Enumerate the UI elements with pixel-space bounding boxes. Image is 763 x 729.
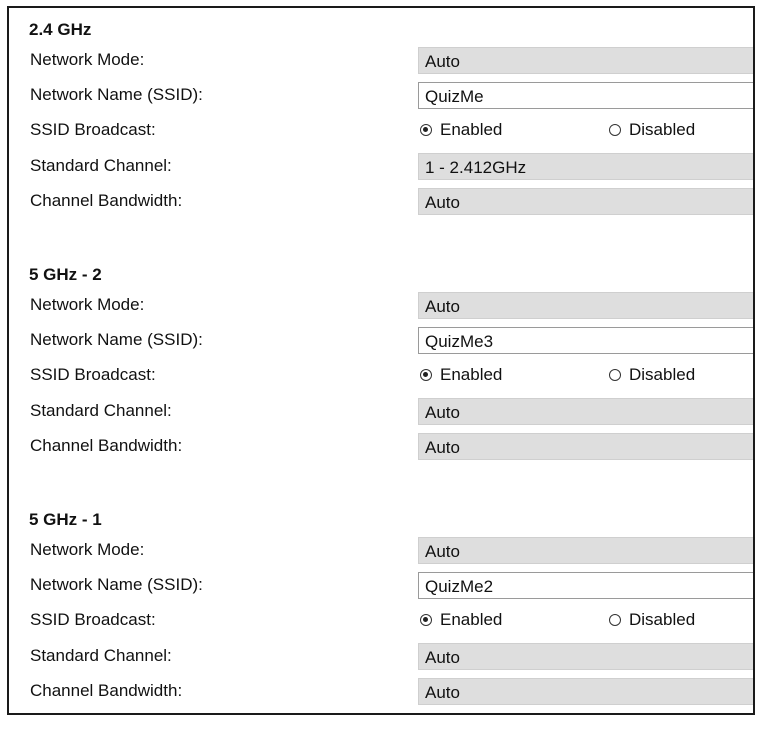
ssid-broadcast-row: SSID Broadcast: Enabled Disabled [9,360,753,390]
standard-channel-row: Standard Channel: 1 - 2.412GHz [9,151,753,181]
network-mode-value: Auto [418,292,753,319]
standard-channel-label: Standard Channel: [30,646,172,665]
standard-channel-value: Auto [418,643,753,670]
ssid-input[interactable]: QuizMe2 [418,572,753,599]
network-mode-value: Auto [418,537,753,564]
channel-bandwidth-value: Auto [418,188,753,215]
radio-disabled-label: Disabled [629,365,696,384]
network-mode-label: Network Mode: [30,295,145,314]
ssid-broadcast-enabled-radio[interactable]: Enabled [420,115,502,145]
radio-disabled-label: Disabled [629,610,696,629]
standard-channel-label: Standard Channel: [30,156,172,175]
network-mode-row: Network Mode: Auto [9,290,753,320]
wireless-settings-panel: 2.4 GHz Network Mode: Auto Network Name … [7,6,755,715]
radio-checked-icon [420,369,432,381]
channel-bandwidth-label: Channel Bandwidth: [30,436,183,455]
network-mode-row: Network Mode: Auto [9,535,753,565]
ssid-input[interactable]: QuizMe [418,82,753,109]
ssid-broadcast-row: SSID Broadcast: Enabled Disabled [9,605,753,635]
radio-unchecked-icon [609,614,621,626]
network-mode-label: Network Mode: [30,50,145,69]
radio-enabled-label: Enabled [440,120,503,139]
ssid-broadcast-disabled-radio[interactable]: Disabled [609,115,695,145]
radio-checked-icon [420,124,432,136]
ssid-broadcast-label: SSID Broadcast: [30,120,156,139]
network-mode-row: Network Mode: Auto [9,45,753,75]
radio-enabled-label: Enabled [440,610,503,629]
network-name-row: Network Name (SSID): QuizMe [9,80,753,110]
ssid-broadcast-disabled-radio[interactable]: Disabled [609,360,695,390]
section-title: 5 GHz - 2 [29,265,102,284]
ssid-broadcast-enabled-radio[interactable]: Enabled [420,360,502,390]
standard-channel-value: 1 - 2.412GHz [418,153,753,180]
channel-bandwidth-label: Channel Bandwidth: [30,681,183,700]
ssid-broadcast-label: SSID Broadcast: [30,365,156,384]
channel-bandwidth-label: Channel Bandwidth: [30,191,183,210]
channel-bandwidth-row: Channel Bandwidth: Auto [9,431,753,461]
standard-channel-value: Auto [418,398,753,425]
radio-checked-icon [420,614,432,626]
radio-disabled-label: Disabled [629,120,696,139]
radio-unchecked-icon [609,369,621,381]
network-name-label: Network Name (SSID): [30,85,203,104]
standard-channel-row: Standard Channel: Auto [9,641,753,671]
channel-bandwidth-value: Auto [418,433,753,460]
ssid-broadcast-label: SSID Broadcast: [30,610,156,629]
section-title: 2.4 GHz [29,20,92,39]
ssid-broadcast-enabled-radio[interactable]: Enabled [420,605,502,635]
radio-enabled-label: Enabled [440,365,503,384]
network-name-row: Network Name (SSID): QuizMe3 [9,325,753,355]
network-name-label: Network Name (SSID): [30,330,203,349]
standard-channel-row: Standard Channel: Auto [9,396,753,426]
ssid-broadcast-disabled-radio[interactable]: Disabled [609,605,695,635]
network-mode-label: Network Mode: [30,540,145,559]
channel-bandwidth-value: Auto [418,678,753,705]
section-title: 5 GHz - 1 [29,510,102,529]
standard-channel-label: Standard Channel: [30,401,172,420]
channel-bandwidth-row: Channel Bandwidth: Auto [9,186,753,216]
network-name-label: Network Name (SSID): [30,575,203,594]
radio-unchecked-icon [609,124,621,136]
channel-bandwidth-row: Channel Bandwidth: Auto [9,676,753,706]
network-name-row: Network Name (SSID): QuizMe2 [9,570,753,600]
network-mode-value: Auto [418,47,753,74]
ssid-broadcast-row: SSID Broadcast: Enabled Disabled [9,115,753,145]
ssid-input[interactable]: QuizMe3 [418,327,753,354]
